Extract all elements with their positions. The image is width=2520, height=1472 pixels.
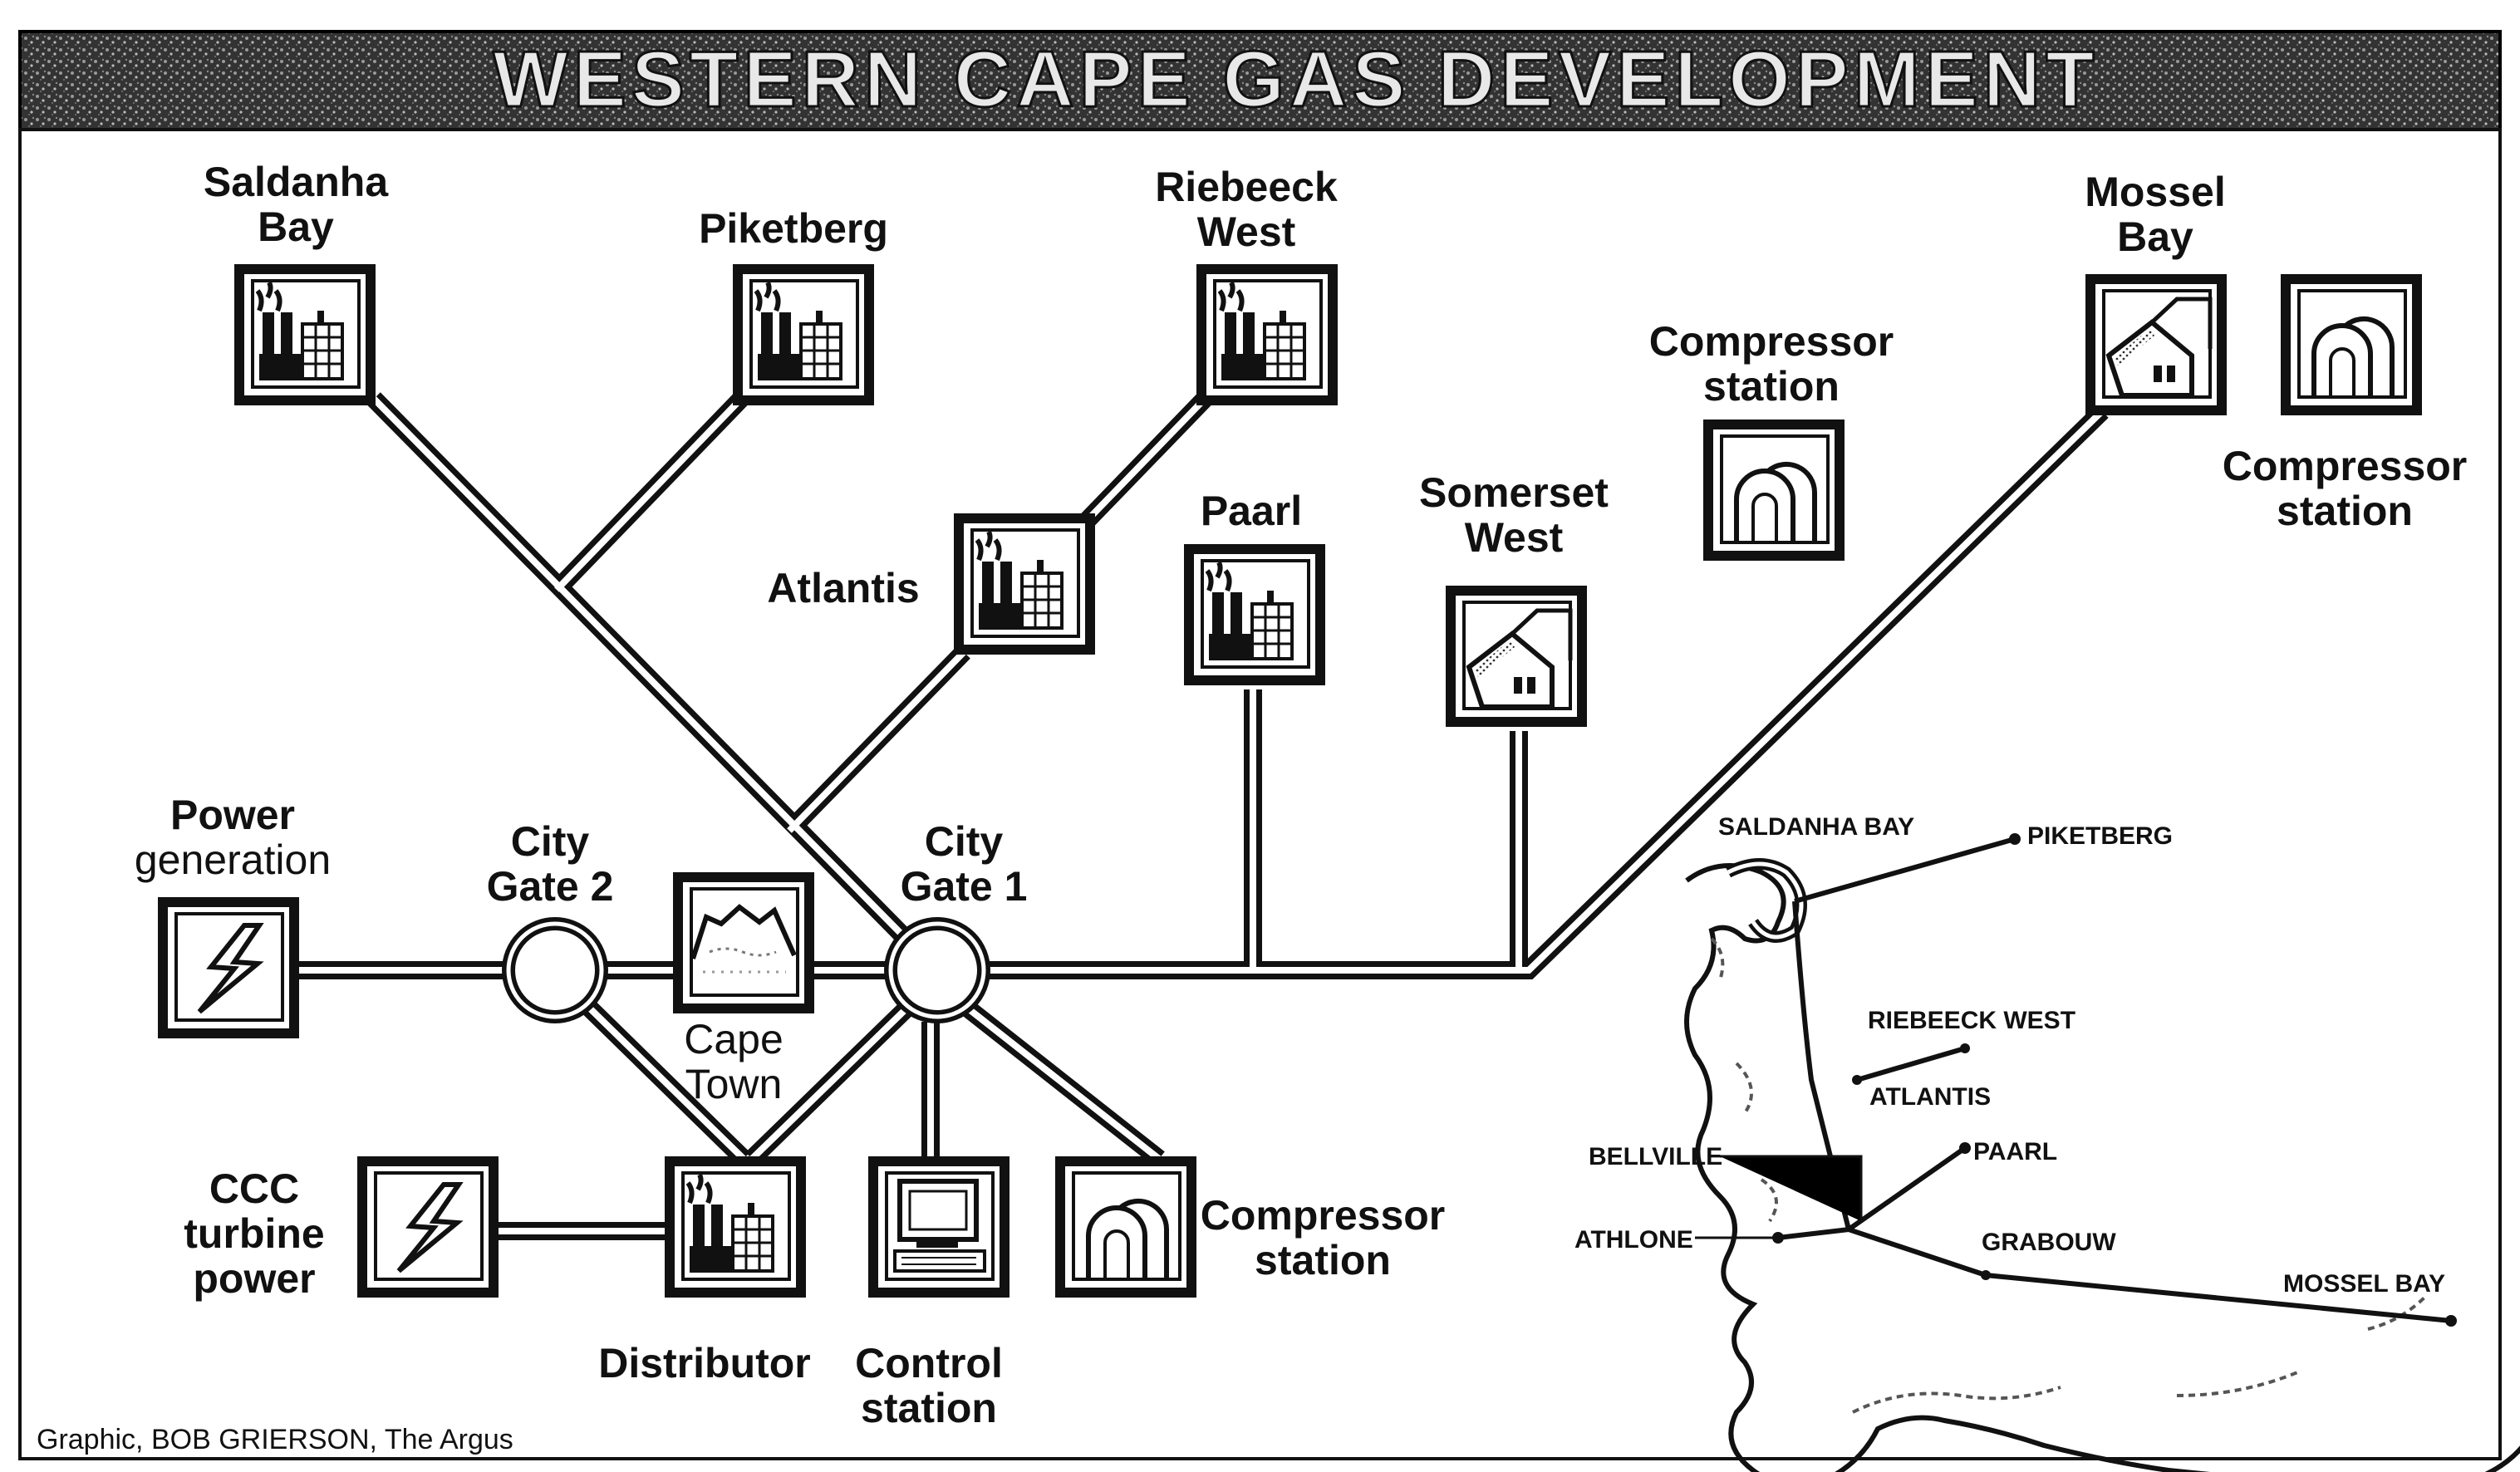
map-label-atlantis: ATLANTIS [1869, 1083, 1991, 1111]
label-riebeeck-west-line-1: Riebeeck [1155, 164, 1338, 210]
inset-map: SALDANHA BAY PIKETBERG RIEBEECK WEST ATL… [1574, 813, 2520, 1472]
label-power: Power [170, 792, 295, 838]
label-cape-town-line-2: Town [685, 1061, 783, 1107]
label-city-gate-1-line-1: City [925, 818, 1004, 865]
paarl-factory-icon [1184, 544, 1325, 685]
label-compressor-mid-line-2: station [1703, 363, 1840, 410]
label-mossel-bay-line-2: Bay [2117, 213, 2193, 260]
label-control-station-line-1: Control [855, 1340, 1003, 1386]
label-paarl: Paarl [1201, 488, 1302, 534]
banner-title: WESTERN CAPE GAS DEVELOPMENT [493, 35, 2100, 124]
pipeline-network [297, 390, 2109, 1240]
label-somerset-west-line-2: West [1465, 514, 1564, 561]
label-control-station-line-2: station [861, 1385, 997, 1431]
compressor-mid-icon [1703, 420, 1845, 561]
distributor-factory-icon [665, 1156, 806, 1298]
label-generation: generation [135, 837, 331, 883]
control-station-computer-icon [868, 1156, 1009, 1298]
map-label-athlone: ATHLONE [1574, 1226, 1693, 1254]
map-label-grabouw: GRABOUW [1982, 1229, 2116, 1256]
map-label-riebeeck-west: RIEBEECK WEST [1868, 1007, 2075, 1034]
somerset-west-house-icon [1446, 586, 1587, 727]
riebeeck-west-factory-icon [1196, 264, 1338, 405]
label-piketberg-line-1: Piketberg [699, 205, 888, 252]
cape-town-mountain-icon [673, 872, 814, 1013]
label-compressor-right-line-2: station [2277, 488, 2413, 534]
atlantis-factory-icon [954, 513, 1095, 655]
label-cape-town-line-1: Cape [684, 1016, 784, 1062]
map-label-bellville: BELLVILLE [1589, 1143, 1722, 1170]
label-ccc-turbine-line-1: CCC [209, 1165, 299, 1212]
map-label-paarl: PAARL [1973, 1138, 2057, 1165]
label-compressor-bottom-line-2: station [1255, 1237, 1391, 1283]
label-compressor-mid-line-1: Compressor [1649, 318, 1894, 365]
compressor-right-icon [2281, 274, 2422, 415]
label-ccc-turbine-line-2: turbine [184, 1210, 324, 1257]
label-compressor-bottom-line-1: Compressor [1201, 1192, 1446, 1239]
mossel-bay-house-icon [2085, 274, 2227, 415]
label-piketberg: Piketberg [699, 205, 888, 252]
power-generation-lightning-icon [158, 897, 299, 1038]
city-gate-2-ring [502, 917, 608, 1023]
label-saldanha-bay-line-2: Bay [258, 204, 334, 250]
label-riebeeck-west-line-2: West [1197, 209, 1296, 255]
saldanha-bay-factory-icon [234, 264, 376, 405]
label-mossel-bay-line-1: Mossel [2085, 169, 2226, 215]
label-paarl-line-1: Paarl [1201, 488, 1302, 534]
piketberg-factory-icon [733, 264, 874, 405]
label-city-gate-2-line-2: Gate 2 [487, 863, 614, 910]
map-coastline-detail [1710, 937, 2428, 1414]
map-coastline [1684, 863, 2520, 1472]
map-label-saldanha-bay: SALDANHA BAY [1718, 813, 1914, 841]
label-ccc-turbine-line-3: power [193, 1255, 315, 1302]
label-city-gate-1-line-2: Gate 1 [901, 863, 1028, 910]
label-distributor-line-1: Distributor [598, 1340, 811, 1386]
label-city-gate-2-line-1: City [511, 818, 590, 865]
label-atlantis: Atlantis [767, 565, 919, 611]
label-somerset-west-line-1: Somerset [1419, 469, 1609, 516]
banner: WESTERN CAPE GAS DEVELOPMENT [18, 30, 2502, 131]
diagram-frame [18, 128, 2502, 1460]
label-compressor-right-line-1: Compressor [2223, 443, 2468, 489]
map-label-piketberg: PIKETBERG [2027, 822, 2173, 850]
map-label-mossel-bay: MOSSEL BAY [2283, 1270, 2445, 1298]
compressor-bottom-icon [1055, 1156, 1196, 1298]
city-gate-1-ring [884, 917, 990, 1023]
ccc-turbine-lightning-icon [357, 1156, 499, 1298]
credit-line: Graphic, BOB GRIERSON, The Argus [37, 1424, 513, 1455]
label-distributor: Distributor [598, 1340, 811, 1386]
label-saldanha-bay-line-1: Saldanha [204, 159, 389, 205]
label-atlantis-line-1: Atlantis [767, 565, 919, 611]
